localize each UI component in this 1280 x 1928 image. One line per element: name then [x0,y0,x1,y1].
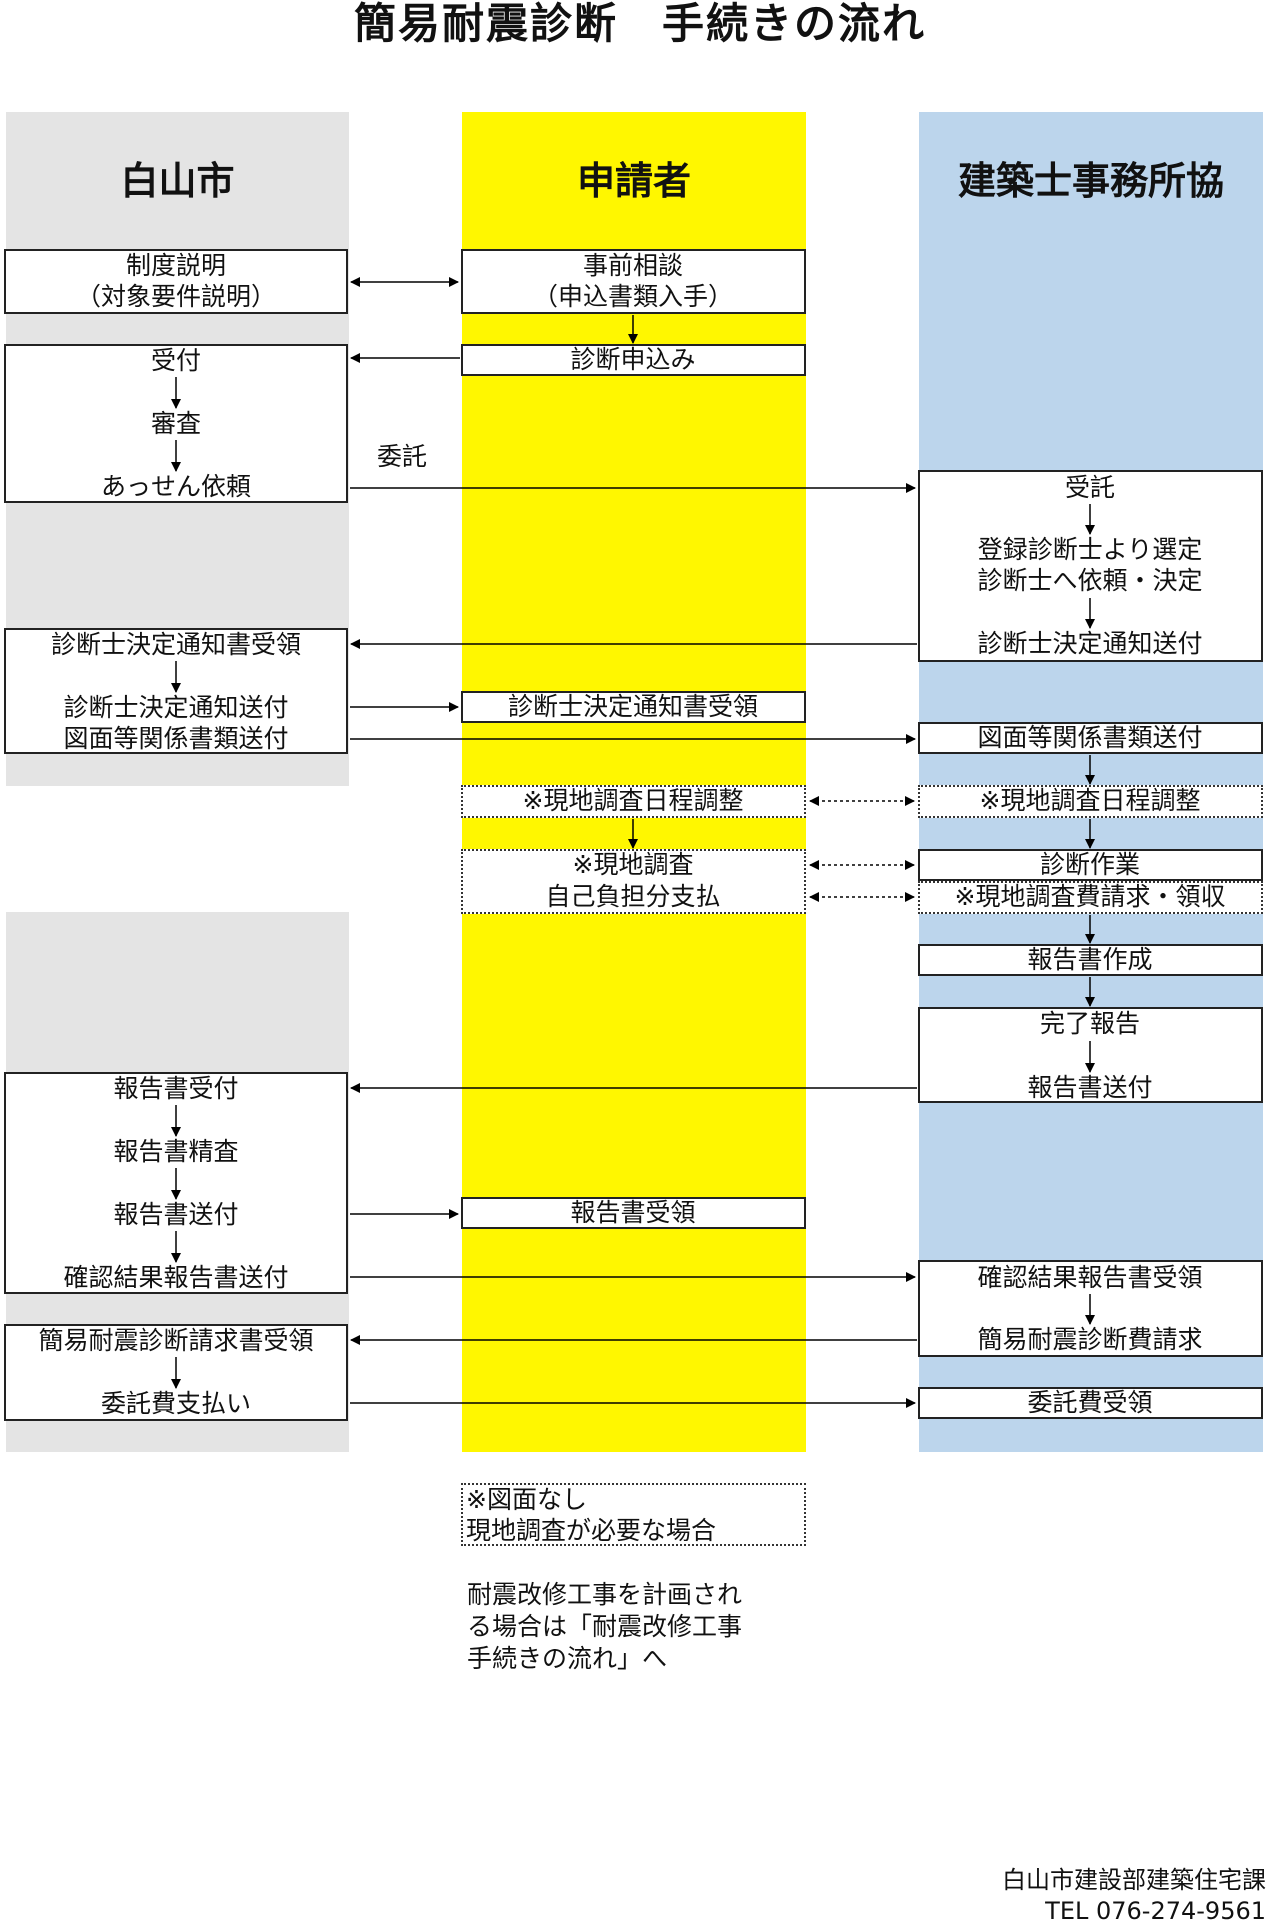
box-applicant-nittei [461,785,806,818]
label-city-hokoku-sofu: 報告書送付 [113,1200,239,1229]
label-city-uketsuke: 受付 [150,346,202,375]
label-itaku: 委託 [377,442,428,471]
label-city-kakunin-sofu: 確認結果報告書送付 [63,1263,289,1292]
page-title: 簡易耐震診断 手続きの流れ [353,0,926,48]
label-applicant-nittei: ※現地調査日程調整 [522,786,744,815]
label-city-assen: あっせん依頼 [100,472,252,501]
label-architect-hokoku-sofu: 報告書送付 [1027,1073,1153,1102]
footer-tel: TEL 076-274-9561 [1045,1897,1266,1925]
label-city-seido: 制度説明 [125,251,227,280]
label-architect-zumen-sofu: 図面等関係書類送付 [977,723,1203,752]
label-city-zumen-sofu: 図面等関係書類送付 [63,724,289,753]
label-applicant-hokoku-juryo: 報告書受領 [570,1198,696,1227]
label-city-seido-sub: （対象要件説明） [75,282,277,311]
label-applicant-kettei-juryo: 診断士決定通知書受領 [507,692,759,721]
box-architect-jutaku-group [918,470,1263,662]
box-applicant-kettei-juryo [461,691,806,723]
label-architect-kakunin-juryo: 確認結果報告書受領 [977,1263,1203,1292]
lane-title-architect: 建築士事務所協 [957,158,1224,203]
legend-text-1: ※図面なし [466,1485,587,1514]
label-architect-kettei-sofu: 診断士決定通知送付 [977,629,1203,658]
label-city-hokoku-uketsuke: 報告書受付 [113,1074,239,1103]
label-architect-hokoku-sakusei: 報告書作成 [1027,945,1153,974]
box-architect-zumen-sofu [918,722,1263,754]
label-architect-kanryo: 完了報告 [1039,1009,1141,1038]
box-applicant-moushikomi [461,344,806,376]
label-applicant-jizen-sub: （申込書類入手） [532,282,734,311]
label-architect-jutaku: 受託 [1064,473,1116,502]
label-architect-nittei: ※現地調査日程調整 [979,786,1201,815]
label-city-seikyu-juryo: 簡易耐震診断請求書受領 [38,1326,314,1355]
label-applicant-chosa: ※現地調査 [572,850,694,879]
box-city-uketsuke-group [4,344,348,503]
box-applicant-chosa [461,849,806,914]
note-next-2: る場合は「耐震改修工事 [467,1612,743,1641]
box-architect-sagyo [918,849,1263,881]
box-applicant-jizen [461,249,806,314]
box-city-seido [4,249,348,314]
label-applicant-moushikomi: 診断申込み [570,345,696,374]
box-applicant-hokoku-juryo [461,1197,806,1229]
lane-title-city: 白山市 [120,158,235,203]
label-city-hokoku-seisa: 報告書精査 [113,1137,239,1166]
note-next-3: 手続きの流れ」へ [467,1644,668,1673]
label-city-itakuhi-shiharai: 委託費支払い [100,1389,252,1418]
legend-dotted-box [461,1483,806,1546]
label-architect-itakuhi-juryo: 委託費受領 [1027,1388,1153,1417]
note-next-1: 耐震改修工事を計画され [467,1580,743,1609]
box-architect-itakuhi-juryo [918,1387,1263,1419]
label-applicant-jizen: 事前相談 [582,251,684,280]
label-architect-sentei1: 登録診断士より選定 [977,535,1203,564]
box-architect-nittei [918,785,1263,818]
box-architect-hokoku-sakusei [918,944,1263,976]
label-city-kettei-juryo: 診断士決定通知書受領 [50,630,302,659]
label-city-kettei-sofu: 診断士決定通知送付 [63,693,289,722]
label-architect-seikyu: 簡易耐震診断費請求 [977,1325,1203,1354]
label-applicant-jiko-futan: 自己負担分支払 [545,882,721,911]
label-city-shinsa: 審査 [150,409,202,438]
footer-dept: 白山市建設部建築住宅課 [1002,1866,1266,1894]
legend-text-2: 現地調査が必要な場合 [466,1516,717,1545]
lane-title-applicant: 申請者 [576,158,691,203]
label-architect-sentei2: 診断士へ依頼・決定 [977,566,1203,595]
label-architect-sagyo: 診断作業 [1039,850,1141,879]
label-architect-chosahi: ※現地調査費請求・領収 [954,882,1226,911]
box-architect-chosahi [918,881,1263,914]
